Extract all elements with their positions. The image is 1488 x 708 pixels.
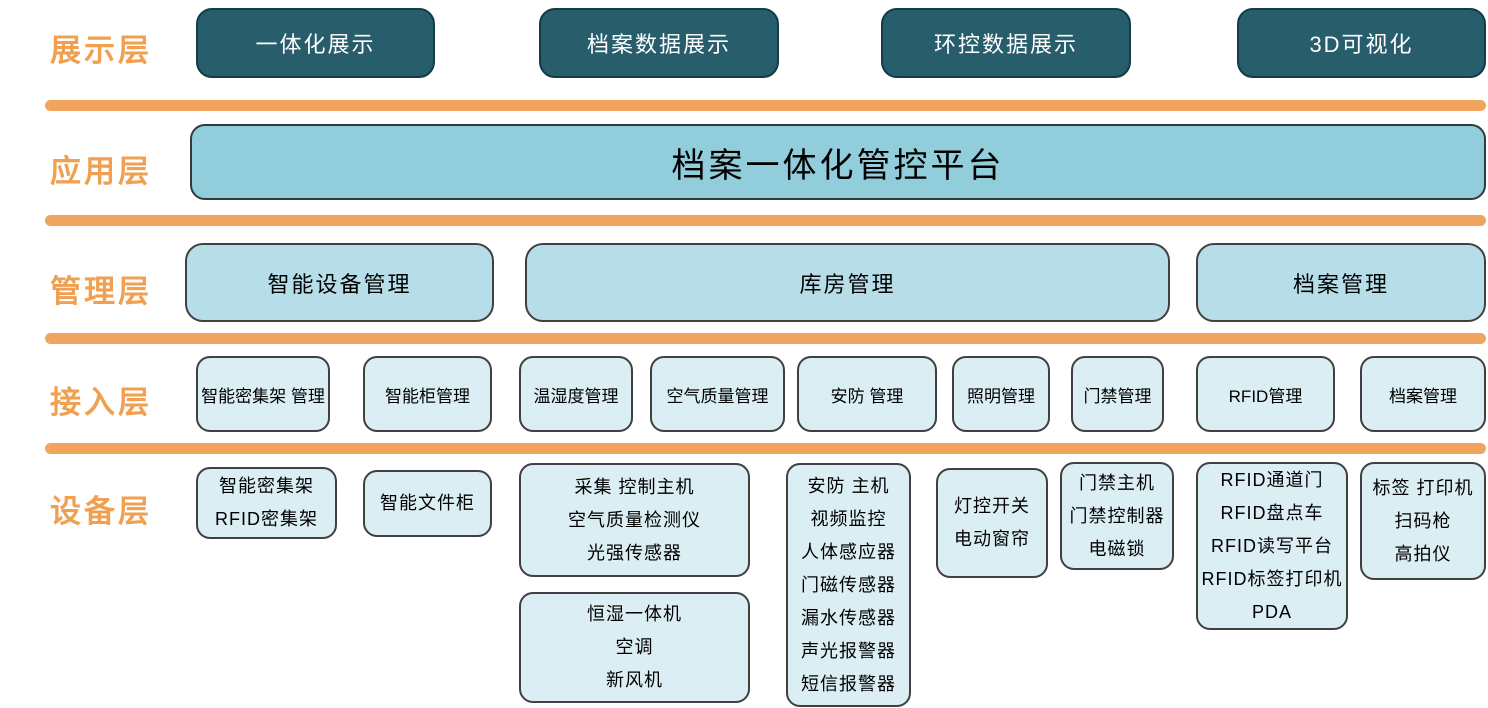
device-box-door-access: 门禁主机 门禁控制器 电磁锁 [1060, 462, 1174, 570]
device-box-printers-scanners: 标签 打印机 扫码枪 高拍仪 [1360, 462, 1486, 580]
management-box-archive: 档案管理 [1196, 243, 1486, 322]
display-box-3d-visualization: 3D可视化 [1237, 8, 1486, 78]
management-box-warehouse: 库房管理 [525, 243, 1170, 322]
device-box-hvac: 恒湿一体机 空调 新风机 [519, 592, 750, 703]
device-box-lighting-curtain: 灯控开关 电动窗帘 [936, 468, 1048, 578]
divider-1 [45, 100, 1486, 111]
application-platform-box: 档案一体化管控平台 [190, 124, 1486, 200]
layer-label-access: 接入层 [50, 385, 152, 420]
display-box-env-data-display: 环控数据展示 [881, 8, 1131, 78]
access-box-air-quality: 空气质量管理 [650, 356, 785, 432]
management-box-smart-device: 智能设备管理 [185, 243, 494, 322]
layer-label-device: 设备层 [50, 494, 152, 529]
divider-2 [45, 215, 1486, 226]
access-box-security: 安防 管理 [797, 356, 937, 432]
access-box-rfid: RFID管理 [1196, 356, 1335, 432]
divider-4 [45, 443, 1486, 454]
layer-label-application: 应用层 [50, 154, 152, 189]
access-box-archive: 档案管理 [1360, 356, 1486, 432]
device-box-dense-racks: 智能密集架 RFID密集架 [196, 467, 337, 539]
device-box-smart-file-cabinet: 智能文件柜 [363, 470, 492, 537]
layer-label-display: 展示层 [50, 33, 152, 68]
device-box-security-devices: 安防 主机 视频监控 人体感应器 门磁传感器 漏水传感器 声光报警器 短信报警器 [786, 463, 911, 707]
divider-3 [45, 333, 1486, 344]
layer-label-management: 管理层 [50, 274, 152, 309]
display-box-archive-data-display: 档案数据展示 [539, 8, 779, 78]
access-box-lighting: 照明管理 [952, 356, 1050, 432]
device-box-collection-sensors: 采集 控制主机 空气质量检测仪 光强传感器 [519, 463, 750, 577]
access-box-dense-rack-mgmt: 智能密集架 管理 [196, 356, 330, 432]
access-box-door-control: 门禁管理 [1071, 356, 1164, 432]
access-box-temp-humidity: 温湿度管理 [519, 356, 633, 432]
display-box-integrated-display: 一体化展示 [196, 8, 435, 78]
device-box-rfid-devices: RFID通道门 RFID盘点车 RFID读写平台 RFID标签打印机 PDA [1196, 462, 1348, 630]
access-box-smart-cabinet: 智能柜管理 [363, 356, 492, 432]
